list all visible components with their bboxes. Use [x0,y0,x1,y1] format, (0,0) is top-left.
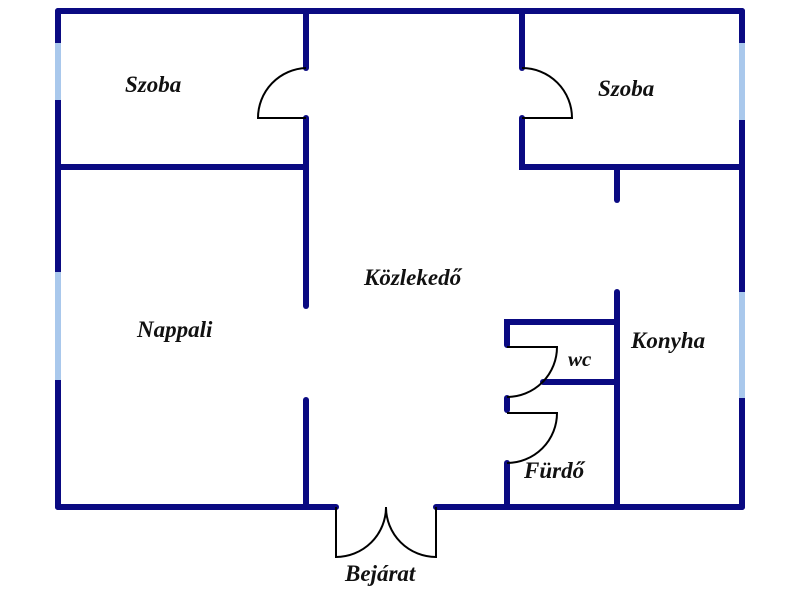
door-entrance-right [385,506,437,559]
room-label-bedroom-left: Szoba [125,72,182,97]
door-right-bedroom [521,67,574,119]
room-label-entrance: Bejárat [345,561,416,586]
interior-walls [55,8,745,510]
doors [256,67,574,559]
room-label-living-room: Nappali [137,317,213,342]
room-label-bedroom-right: Szoba [598,76,655,101]
room-label-hallway: Közlekedő [364,265,462,290]
door-left-bedroom [256,67,307,119]
room-label-toilet: wc [568,347,592,371]
room-label-kitchen: Konyha [631,328,706,353]
door-bathroom [506,412,559,464]
door-wc [506,346,559,398]
room-label-bathroom: Fürdő [524,458,585,483]
door-entrance-left [335,506,387,559]
windows [55,43,745,398]
